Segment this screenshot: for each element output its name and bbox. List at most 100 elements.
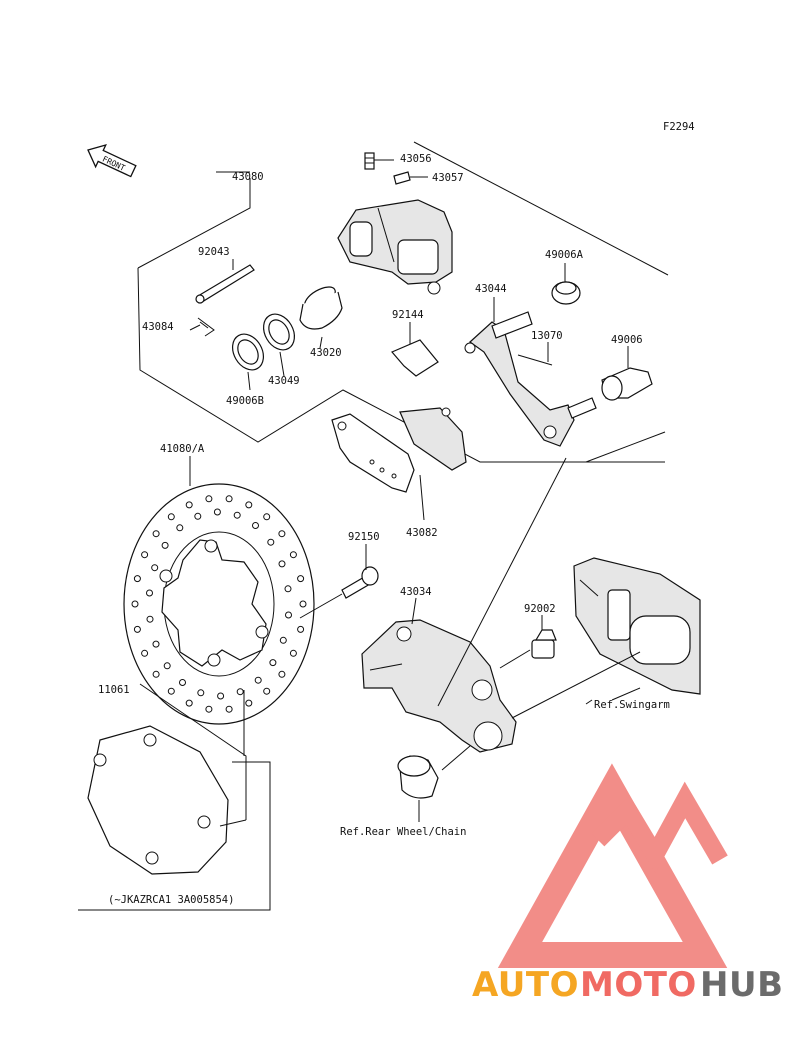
label-92002: 92002	[524, 603, 556, 615]
caliper-group-frame	[137, 267, 665, 463]
brake-disc	[123, 483, 315, 725]
disc-vent-hole	[254, 676, 262, 684]
ref-rear-wheel: Ref.Rear Wheel/Chain	[340, 826, 466, 838]
disc-vent-hole	[167, 687, 175, 695]
label-43080: 43080	[232, 171, 264, 183]
disc-vent-hole	[213, 508, 221, 516]
disc-vent-hole	[279, 636, 287, 644]
retaining-clip	[197, 317, 215, 337]
disc-vent-holes	[131, 495, 307, 713]
bleeder-screw	[364, 152, 375, 170]
label-49006: 49006	[611, 334, 643, 346]
label-43056: 43056	[400, 153, 432, 165]
disc-vent-hole	[151, 564, 159, 572]
disc-vent-hole	[299, 600, 307, 608]
disc-vent-hole	[194, 512, 202, 520]
disc-vent-hole	[133, 575, 141, 583]
disc-vent-hole	[245, 501, 253, 509]
caliper-pin	[195, 264, 255, 304]
ref-swingarm: Ref.Swingarm	[594, 699, 670, 711]
pad-spring	[391, 339, 439, 377]
bracket-frame-line	[585, 431, 666, 463]
gasket-frame-line	[139, 683, 247, 820]
disc-vent-hole	[141, 551, 149, 559]
caliper-group-frame-top	[137, 178, 251, 269]
disc-vent-hole	[278, 530, 286, 538]
label-92043: 92043	[198, 246, 230, 258]
brake-pad-outer	[331, 413, 415, 493]
disc-bolt	[341, 566, 379, 599]
bracket-bolt	[531, 629, 557, 659]
front-arrow-icon: FRONT	[87, 144, 137, 178]
caliper-bracket	[464, 311, 597, 447]
piston-seal	[262, 313, 296, 351]
gasket-leader	[219, 819, 247, 827]
label-49006B: 49006B	[226, 395, 264, 407]
bracket-leader	[437, 457, 567, 707]
wheel-collar	[397, 755, 439, 799]
disc-vent-hole	[278, 560, 286, 568]
disc-vent-hole	[263, 687, 271, 695]
hub-gasket	[87, 725, 229, 875]
disc-vent-hole	[267, 538, 275, 546]
disc-vent-hole	[167, 513, 175, 521]
label-41080A: 41080/A	[160, 443, 205, 455]
watermark-hub: HUB	[700, 965, 783, 1005]
disc-vent-hole	[185, 699, 193, 707]
disc-vent-hole	[285, 611, 292, 619]
disc-vent-hole	[225, 495, 233, 503]
label-13070: 13070	[531, 330, 563, 342]
disc-vent-hole	[289, 649, 297, 657]
label-43049: 43049	[268, 375, 300, 387]
label-43020: 43020	[310, 347, 342, 359]
disc-vent-hole	[233, 511, 241, 519]
bleeder-cap	[393, 171, 411, 185]
disc-vent-hole	[225, 705, 233, 713]
label-92150: 92150	[348, 531, 380, 543]
disc-vent-hole	[236, 688, 244, 696]
serial-range: (~JKAZRCA1 3A005854)	[108, 894, 234, 906]
boot-49006A	[551, 281, 581, 305]
disc-vent-hole	[297, 625, 305, 633]
label-43044: 43044	[475, 283, 507, 295]
disc-vent-hole	[252, 522, 259, 529]
label-43082: 43082	[406, 527, 438, 539]
swingarm-end	[573, 557, 701, 695]
disc-vent-hole	[278, 670, 286, 678]
watermark-auto: AUTO	[472, 965, 579, 1005]
disc-vent-hole	[152, 670, 160, 678]
watermark-moto: MOTO	[580, 965, 697, 1005]
disc-vent-hole	[152, 530, 160, 538]
disc-vent-hole	[205, 495, 213, 503]
rear-caliper-bracket	[361, 619, 517, 753]
label-43034: 43034	[400, 586, 432, 598]
label-92144: 92144	[392, 309, 424, 321]
label-43057: 43057	[432, 172, 464, 184]
disc-vent-hole	[245, 699, 253, 707]
disc-vent-hole	[217, 692, 225, 700]
disc-vent-hole	[185, 501, 193, 509]
caliper-body	[337, 199, 453, 295]
bracket-pin	[517, 354, 553, 366]
dust-seal	[231, 333, 265, 371]
disc-vent-hole	[263, 513, 271, 521]
disc-vent-hole	[269, 659, 277, 667]
disc-vent-hole	[141, 649, 149, 657]
piston	[299, 286, 343, 330]
disc-vent-hole	[179, 679, 186, 686]
label-43084: 43084	[142, 321, 174, 333]
disc-vent-hole	[163, 662, 171, 670]
disc-vent-hole	[289, 551, 297, 559]
disc-vent-hole	[284, 585, 292, 593]
disc-vent-hole	[205, 705, 213, 713]
disc-vent-hole	[146, 615, 154, 623]
pad-group-frame	[413, 141, 669, 276]
disc-vent-hole	[197, 689, 205, 697]
serial-frame-line	[78, 761, 271, 911]
disc-vent-hole	[297, 575, 305, 583]
disc-vent-hole	[131, 600, 139, 608]
boot-49006	[601, 367, 653, 401]
disc-vent-hole	[146, 589, 153, 597]
